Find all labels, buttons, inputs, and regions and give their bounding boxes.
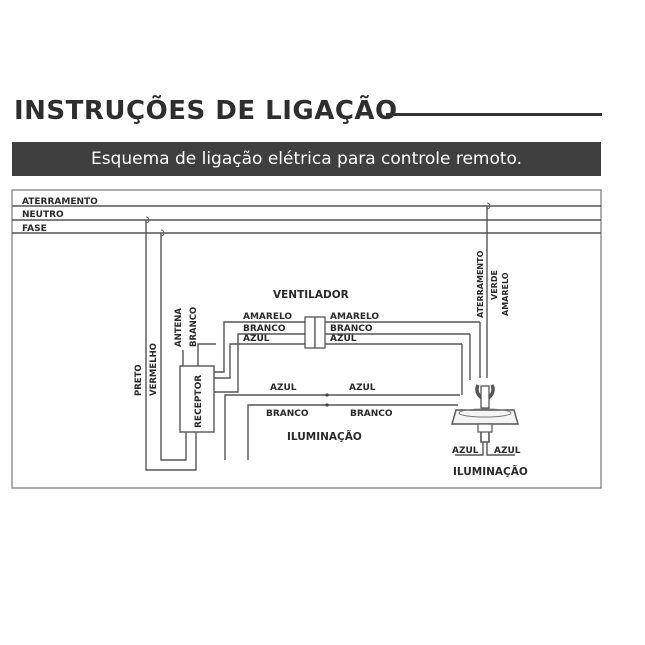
red-wire-junction	[160, 229, 165, 237]
fan-right-white-label: BRANCO	[330, 324, 373, 334]
receiver-output-white	[214, 333, 305, 393]
light-white-wire-left	[247, 404, 330, 460]
receiver-box	[179, 365, 215, 433]
receiver-white-wire	[197, 343, 216, 366]
lamp-blue-right-label: AZUL	[494, 446, 521, 456]
lamp-blue-wire-left	[455, 442, 484, 456]
black-wire-junction	[145, 216, 150, 224]
motor-ground-label: ATERRAMENTO	[476, 250, 485, 318]
black-wire	[145, 220, 197, 471]
red-wire	[160, 233, 187, 461]
antenna-label: ANTENA	[174, 308, 184, 347]
motor-light-title: ILUMINAÇÃO	[453, 465, 528, 478]
fan-connector-right	[314, 316, 326, 349]
light-blue-left-label: AZUL	[270, 383, 297, 393]
motor-top-ring	[458, 408, 512, 418]
light-blue-wire-left	[224, 394, 330, 460]
fan-left-yellow-label: AMARELO	[243, 312, 292, 322]
motor-shaft	[480, 385, 490, 409]
title-rule	[386, 113, 602, 116]
receiver-label: RECEPTOR	[194, 375, 204, 428]
subtitle-banner: Esquema de ligação elétrica para control…	[12, 142, 601, 176]
light-left-title: ILUMINAÇÃO	[287, 430, 362, 443]
red-wire-label: VERMELHO	[149, 343, 159, 396]
neutral-label: NEUTRO	[22, 210, 64, 220]
motor-yellow-label: AMARELO	[501, 272, 510, 316]
receiver-white-label: BRANCO	[189, 307, 199, 347]
fan-title: VENTILADOR	[273, 289, 349, 301]
ground-label: ATERRAMENTO	[22, 197, 98, 207]
fan-right-blue-label: AZUL	[330, 334, 357, 344]
receiver-output-yellow	[214, 321, 305, 373]
lamp-socket	[477, 423, 493, 433]
black-wire-label: PRETO	[134, 364, 144, 396]
receiver-output-blue	[214, 343, 305, 379]
light-white-left-label: BRANCO	[266, 409, 309, 419]
lamp-blue-left-label: AZUL	[452, 446, 479, 456]
motor-ground-junction	[486, 202, 491, 210]
light-white-junction	[325, 403, 329, 407]
fan-left-blue-label: AZUL	[243, 334, 270, 344]
lamp-blue-wire-right	[486, 442, 515, 456]
light-white-right-label: BRANCO	[350, 409, 393, 419]
light-blue-right-label: AZUL	[349, 383, 376, 393]
fan-left-white-label: BRANCO	[243, 324, 286, 334]
light-blue-junction	[325, 393, 329, 397]
diagram-frame	[11, 189, 602, 489]
page-title: INSTRUÇÕES DE LIGAÇÃO	[14, 96, 398, 126]
phase-label: FASE	[22, 224, 47, 234]
lamp-holder	[480, 432, 490, 443]
fan-connector-left	[304, 316, 316, 349]
fan-right-yellow-label: AMARELO	[330, 312, 379, 322]
motor-green-label: VERDE	[490, 270, 499, 300]
